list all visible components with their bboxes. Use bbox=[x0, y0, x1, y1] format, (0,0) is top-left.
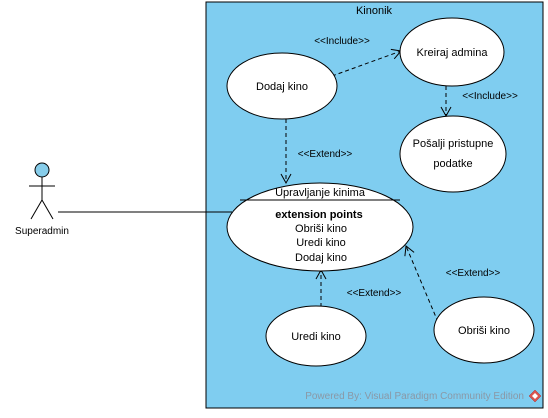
visual-paradigm-logo-icon bbox=[528, 389, 542, 403]
use-case-dodaj-kino[interactable]: Dodaj kino bbox=[226, 52, 338, 120]
actor-label: Superadmin bbox=[15, 226, 69, 237]
actor-superadmin[interactable]: Superadmin bbox=[15, 162, 69, 237]
use-case-label: Dodaj kino bbox=[256, 81, 308, 93]
use-case-uredi-kino[interactable]: Uredi kino bbox=[265, 305, 367, 367]
use-case-upravljanje-kinima[interactable]: Upravljanje kinima extension points Obri… bbox=[226, 182, 414, 272]
use-case-obrisi-kino[interactable]: Obriši kino bbox=[433, 296, 535, 364]
extend-label-obrisi: <<Extend>> bbox=[446, 268, 501, 279]
extend-label-dodaj: <<Extend>> bbox=[298, 149, 353, 160]
extension-points-header: extension points bbox=[275, 209, 362, 221]
system-title: Kinonik bbox=[356, 5, 393, 17]
include-label-1: <<Include>> bbox=[314, 36, 370, 47]
use-case-posalji-pristupne-podatke[interactable]: Pošalji pristupne podatke bbox=[399, 115, 507, 193]
watermark-text: Powered By: Visual Paradigm Community Ed… bbox=[305, 391, 524, 402]
extension-point: Obriši kino bbox=[295, 223, 347, 235]
use-case-label: Uredi kino bbox=[291, 331, 341, 343]
actor-head bbox=[34, 162, 50, 178]
include-dodaj-kreiraj bbox=[331, 48, 402, 77]
extension-point: Dodaj kino bbox=[295, 252, 347, 264]
include-label-2: <<Include>> bbox=[462, 91, 518, 102]
use-case-kreiraj-admina[interactable]: Kreiraj admina bbox=[399, 17, 505, 87]
use-case-label: Upravljanje kinima bbox=[275, 187, 366, 199]
extend-label-uredi: <<Extend>> bbox=[347, 288, 402, 299]
extension-point: Uredi kino bbox=[296, 237, 346, 249]
use-case-label-line-1: Pošalji pristupne bbox=[413, 138, 494, 150]
use-case-label: Obriši kino bbox=[458, 325, 510, 337]
use-case-label: Kreiraj admina bbox=[417, 47, 489, 59]
use-case-label-line-2: podatke bbox=[433, 158, 472, 170]
